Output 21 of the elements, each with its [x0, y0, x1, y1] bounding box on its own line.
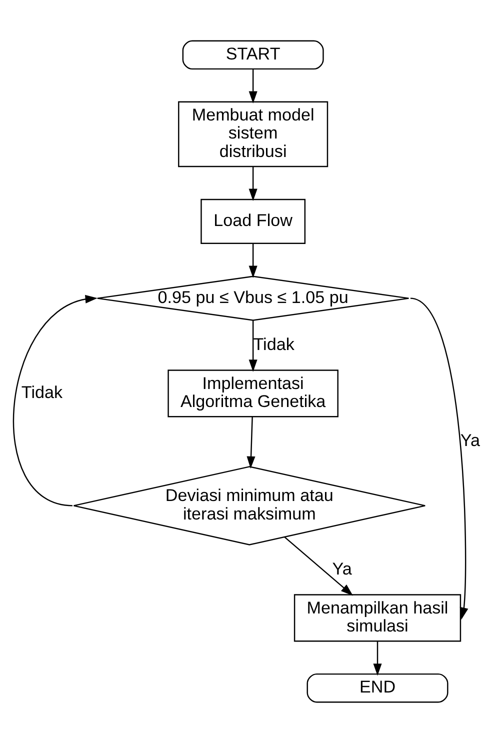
- arrow: [248, 320, 258, 372]
- arrow: [13, 294, 98, 506]
- edge-label: Tidak: [21, 382, 63, 402]
- node-box: END: [306, 673, 448, 703]
- arrow: [248, 244, 258, 278]
- node-diamond: 0.95 pu ≤ Vbus ≤ 1.05 pu: [96, 276, 410, 321]
- arrow: [248, 69, 258, 104]
- arrow: [284, 536, 354, 596]
- node-box: Load Flow: [200, 198, 306, 244]
- arrow: [410, 298, 468, 620]
- edge-label: Ya: [460, 431, 480, 450]
- arrow: [373, 641, 382, 676]
- node-box: Menampilkan hasil simulasi: [294, 594, 462, 642]
- node-diamond: Deviasi minimum atau iterasi maksimum: [73, 466, 426, 546]
- node-box: Implementasi Algoritma Genetika: [168, 370, 338, 418]
- edge-label: Tidak: [253, 334, 294, 354]
- edge-label: Ya: [332, 559, 352, 578]
- arrow: [248, 167, 258, 202]
- arrow: [246, 416, 256, 469]
- node-box: START: [182, 40, 324, 70]
- node-box: Membuat model sistem distribusi: [178, 101, 328, 168]
